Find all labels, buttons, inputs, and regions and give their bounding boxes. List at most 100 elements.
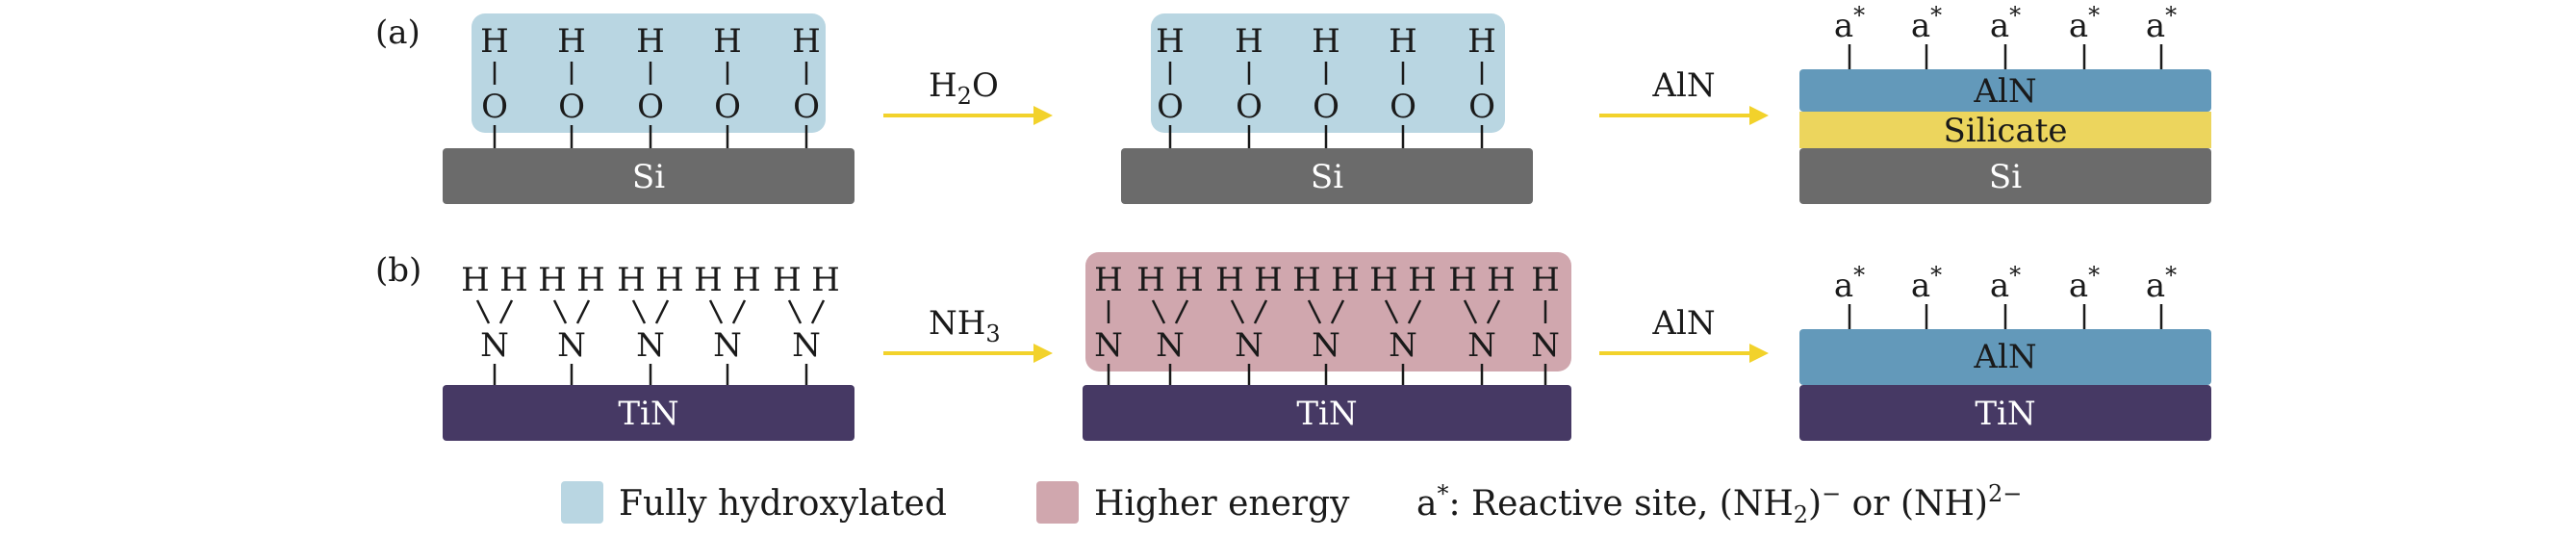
reactive-site: a* [1834, 2, 1865, 45]
reactive-site: a* [1834, 262, 1865, 305]
hydrogen-atom: H [694, 261, 723, 299]
water-reaction-arrow: H2O [883, 66, 1053, 125]
hydrogen-atom: H [1094, 261, 1123, 299]
bond-line [1151, 299, 1166, 324]
hydrogen-atom: H [1389, 22, 1417, 61]
rs-unit: a* [1834, 2, 1865, 69]
nitrogen-atom: N [1235, 326, 1263, 365]
hydrogen-atom: H [1136, 261, 1165, 299]
nhdense-unit: HN [1094, 261, 1123, 385]
hydrogen-atom: H [538, 261, 567, 299]
hydrogen-atom: H [713, 22, 742, 61]
tin-substrate [443, 385, 854, 441]
panel-b-step3: AlN TiN a*a*a*a*a* [1799, 262, 2211, 441]
rs-unit: a* [2146, 2, 2177, 69]
bond-line [1230, 299, 1245, 324]
nitrogen-atom: N [480, 326, 509, 365]
reactive-sites: a*a*a*a*a* [1834, 2, 2177, 69]
hydrogen-atom: H [811, 261, 840, 299]
ammonia-reagent-label: NH3 [929, 304, 1001, 347]
reactive-site: a* [1911, 2, 1942, 45]
aln-reagent-label: AlN [1651, 304, 1715, 343]
bond-line [575, 299, 591, 324]
nitrogen-atom: N [636, 326, 665, 365]
hydrogen-atom: H [773, 261, 802, 299]
legend-higher-energy-label: Higher energy [1094, 484, 1350, 524]
bond-line [708, 299, 724, 324]
tin-layer-label: TiN [618, 395, 678, 433]
oh-unit: HO [1389, 22, 1417, 148]
hydrogen-atom: H [1448, 261, 1477, 299]
tin-substrate [1083, 385, 1571, 441]
legend-reactive-site-note: a*: Reactive site, (NH2)− or (NH)2− [1416, 480, 2022, 528]
bond-line [787, 299, 803, 324]
nitrogen-atom: N [1467, 326, 1496, 365]
bond-line [1307, 299, 1322, 324]
si-layer-label: Si [1311, 158, 1343, 196]
bond-line [631, 299, 647, 324]
bond-line [475, 299, 491, 324]
bond-line [1463, 299, 1478, 324]
hydrogen-atom: H [461, 261, 490, 299]
nitrogen-atom: N [1389, 326, 1417, 365]
rs-unit: a* [2069, 262, 2100, 329]
hydrogen-atom: H [1312, 22, 1340, 61]
hydrogen-atom: H [1175, 261, 1204, 299]
aln-layer [1799, 69, 2211, 112]
oh-unit: HO [713, 22, 742, 148]
hydrogen-atom: H [1487, 261, 1516, 299]
oxygen-atom: O [1313, 88, 1339, 126]
oxygen-atom: O [558, 88, 585, 126]
oh-unit: HO [480, 22, 509, 148]
oxygen-atom: O [481, 88, 508, 126]
reactive-site: a* [2069, 262, 2100, 305]
hydrogen-atom: H [655, 261, 684, 299]
ammonia-reaction-arrow: NH3 [883, 304, 1053, 363]
bond-line [552, 299, 568, 324]
hydrogen-atom: H [1156, 22, 1185, 61]
oxygen-atom: O [1157, 88, 1184, 126]
hydrogen-atom: H [617, 261, 646, 299]
nitrogen-atom: N [1156, 326, 1185, 365]
legend-higher-energy-swatch [1036, 481, 1079, 524]
reactive-site: a* [2146, 2, 2177, 45]
nitrogen-atom: N [1531, 326, 1560, 365]
panel-a-label: (a) [375, 13, 421, 52]
hydrogen-atom: H [1235, 22, 1263, 61]
aln-layer-label: AlN [1973, 72, 2036, 111]
aln-reaction-arrow-b: AlN [1599, 304, 1769, 363]
nhdense-unit: HN [1531, 261, 1560, 385]
nitrogen-atom: N [792, 326, 821, 365]
rs-unit: a* [1990, 262, 2021, 329]
bond-line [1486, 299, 1501, 324]
hydrogen-atom: H [1331, 261, 1360, 299]
rs-unit: a* [1911, 2, 1942, 69]
bond-line [1174, 299, 1189, 324]
bond-line [1330, 299, 1345, 324]
rs-unit: a* [1834, 262, 1865, 329]
tin-layer-label: TiN [1975, 395, 2035, 433]
hydrogen-atom: H [1215, 261, 1244, 299]
reactive-site: a* [1990, 262, 2021, 305]
oxygen-atom: O [793, 88, 820, 126]
oxygen-atom: O [1236, 88, 1262, 126]
si-substrate [1121, 148, 1533, 204]
hydrogen-atom: H [732, 261, 761, 299]
hydrogen-atom: H [1408, 261, 1437, 299]
oh-unit: HO [1235, 22, 1263, 148]
tin-substrate [1799, 385, 2211, 441]
bond-line [1253, 299, 1268, 324]
oxygen-atom: O [1468, 88, 1495, 126]
legend-hydroxylated-label: Fully hydroxylated [619, 484, 947, 524]
hydrogen-atom: H [576, 261, 605, 299]
